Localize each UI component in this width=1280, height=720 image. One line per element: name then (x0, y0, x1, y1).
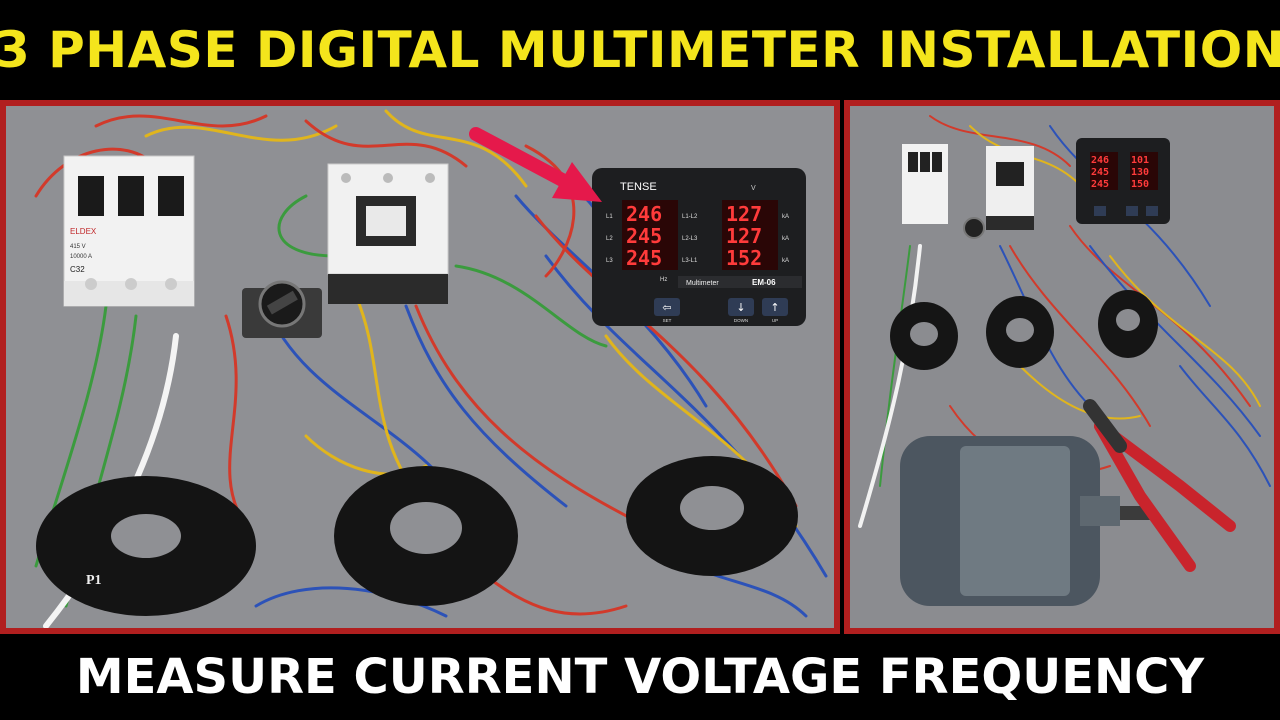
up-arrow-icon: ↑ (770, 301, 779, 314)
row-label-2: L2 (606, 236, 613, 242)
multimeter-device: TENSE V 246 245 245 127 127 152 L1 L2 L3… (592, 168, 806, 326)
electric-motor (900, 436, 1150, 606)
right-current-2: 130 (1131, 167, 1149, 178)
unit-hz: Hz (660, 277, 667, 283)
mcb-rating: C32 (70, 265, 85, 274)
right-current-3: 150 (1131, 179, 1149, 190)
pair-label-3: L3-L1 (682, 258, 698, 264)
pair-label-1: L1-L2 (682, 214, 698, 220)
left-photo: ELDEX 415 V 10000 A C32 TENSE V (0, 100, 840, 634)
current-reading-2: 127 (726, 224, 762, 248)
right-voltage-2: 245 (1091, 167, 1109, 178)
voltage-reading-1: 246 (626, 202, 662, 226)
enter-icon: ⇦ (662, 301, 671, 314)
current-reading-3: 152 (726, 246, 762, 270)
contactor (327, 163, 449, 304)
mcb-breaker: ELDEX 415 V 10000 A C32 (63, 155, 195, 307)
mcb-capacity: 10000 A (70, 254, 92, 260)
meter-unit-v: V (751, 185, 756, 192)
current-transformers: P1 (36, 456, 798, 616)
row-label-1: L1 (606, 214, 613, 220)
pair-label-2: L2-L3 (682, 236, 698, 242)
unit-ka-1: kA (782, 214, 789, 220)
up-button-label: UP (772, 318, 778, 323)
down-arrow-icon: ↓ (736, 301, 745, 314)
meter-label: Multimeter (686, 280, 719, 287)
mcb-brand: ELDEX (70, 227, 97, 236)
meter-brand: TENSE (620, 181, 657, 193)
down-button-label: DOWN (734, 318, 748, 323)
selector-switch (242, 280, 322, 338)
right-multimeter: 246 245 245 101 130 150 (1076, 138, 1170, 224)
unit-ka-2: kA (782, 236, 789, 242)
right-photo: 246 245 245 101 130 150 (844, 100, 1280, 634)
meter-model: EM-06 (752, 278, 776, 287)
right-voltage-3: 245 (1091, 179, 1109, 190)
headline: 3 PHASE DIGITAL MULTIMETER INSTALLATION (0, 21, 1280, 79)
red-arrow-icon (469, 127, 602, 202)
pliers (1083, 399, 1236, 572)
mcb-voltage: 415 V (70, 244, 86, 250)
right-current-1: 101 (1131, 155, 1149, 166)
unit-ka-3: kA (782, 258, 789, 264)
subheadline: MEASURE CURRENT VOLTAGE FREQUENCY (75, 649, 1205, 705)
voltage-reading-2: 245 (626, 224, 662, 248)
row-label-3: L3 (606, 258, 613, 264)
ct-label-p1: P1 (86, 573, 102, 588)
current-reading-1: 127 (726, 202, 762, 226)
set-button-label: SET (663, 318, 672, 323)
voltage-reading-3: 245 (626, 246, 662, 270)
right-voltage-1: 246 (1091, 155, 1109, 166)
